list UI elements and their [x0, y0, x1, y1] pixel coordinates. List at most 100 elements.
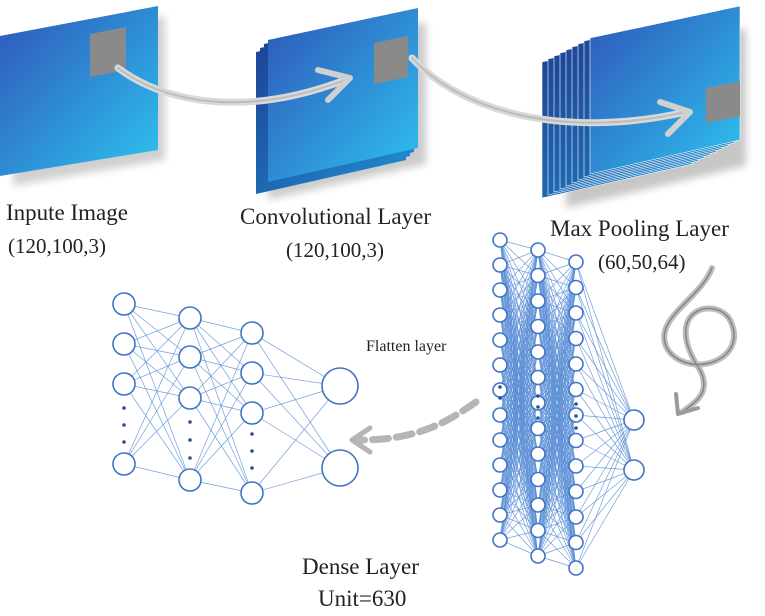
flatten-edge — [499, 453, 539, 541]
flatten-neuron — [530, 471, 546, 488]
dense-edge — [123, 383, 191, 481]
loop-arrow-icon — [674, 392, 700, 416]
flatten-edge — [499, 326, 539, 541]
flatten-neuron — [568, 534, 584, 551]
flatten-edge — [499, 249, 539, 466]
pool-front-plane — [589, 5, 741, 175]
flatten-edge — [537, 261, 577, 327]
flatten-edge — [575, 414, 635, 471]
conv-layer-shape: (120,100,3) — [286, 238, 384, 262]
flatten-neuron — [568, 458, 584, 474]
flatten-neuron — [530, 420, 546, 437]
dense-edge — [189, 317, 253, 374]
dense-edge — [189, 356, 253, 414]
dense-edge — [251, 332, 341, 469]
dense-ellipsis-dot — [188, 438, 192, 442]
dense-neuron — [240, 361, 264, 385]
curved-arrow-icon — [315, 67, 353, 103]
flatten-neuron — [492, 282, 508, 298]
dense-neuron — [178, 345, 202, 369]
flatten-neuron — [530, 548, 546, 564]
flatten-neuron — [568, 381, 584, 398]
dense-edge — [123, 343, 191, 481]
flatten-neuron — [568, 432, 584, 449]
flatten-edge — [537, 261, 577, 506]
convolutional-layer-stack — [256, 8, 426, 200]
dashed-arrow-icon — [349, 425, 373, 455]
flatten-edge — [575, 261, 635, 421]
dense-edge — [189, 356, 253, 494]
flatten-edge — [575, 389, 635, 421]
dense-edge — [189, 412, 253, 481]
flatten-neuron — [530, 318, 546, 335]
flatten-ellipsis-dot — [536, 394, 540, 398]
flatten-ellipsis-dot — [498, 385, 502, 389]
flatten-neuron — [492, 257, 508, 273]
dense-ellipsis-dot — [250, 449, 254, 453]
flatten-neuron — [530, 497, 546, 513]
dense-edge — [123, 317, 191, 465]
dense-edge — [189, 397, 253, 494]
flatten-ellipsis-dot — [498, 396, 502, 400]
flatten-neuron — [530, 242, 546, 258]
dense-edge — [123, 343, 191, 399]
flatten-edge — [499, 249, 539, 291]
input-image-shape: (120,100,3) — [8, 234, 106, 258]
dense-layer-units: Unit=630 — [318, 586, 407, 611]
flatten-neuron — [530, 344, 546, 360]
flatten-edge — [537, 338, 577, 557]
flatten-neuron — [492, 407, 508, 423]
flatten-edge — [537, 261, 577, 378]
flatten-neuron — [530, 369, 546, 386]
max-pooling-layer-stack — [541, 5, 746, 208]
dense-neuron — [240, 401, 264, 425]
dense-edge — [123, 397, 191, 465]
flatten-neuron — [568, 509, 584, 525]
input-image-plane — [0, 6, 165, 186]
flatten-edge — [499, 249, 539, 341]
flatten-edge — [575, 287, 635, 421]
flatten-edge — [499, 428, 539, 541]
dense-edge — [123, 356, 191, 385]
dense-neuron — [240, 481, 264, 505]
flatten-edge — [575, 469, 635, 543]
flatten-edge — [575, 419, 635, 492]
flatten-neuron — [568, 254, 584, 270]
dense-layer-title: Dense Layer — [302, 554, 419, 579]
dense-edge — [123, 356, 191, 465]
flatten-neuron — [530, 522, 546, 539]
dense-ellipsis-dot — [122, 423, 126, 427]
flatten-edge — [575, 419, 635, 543]
flatten-edge — [499, 351, 539, 541]
flatten-neuron — [492, 432, 508, 448]
flatten-edge — [575, 419, 635, 569]
flatten-neuron — [492, 507, 508, 523]
flatten-edge — [537, 287, 577, 557]
flatten-edge — [575, 363, 635, 471]
flatten-neuron — [492, 482, 508, 498]
dense-ellipsis-dot — [188, 420, 192, 424]
flatten-edge — [537, 465, 577, 557]
dense-ellipsis-dot — [188, 456, 192, 460]
flatten-neuron — [568, 560, 584, 576]
curved-arrow-icon — [657, 99, 693, 137]
dense-neuron — [112, 372, 136, 396]
flatten-neuron — [530, 267, 546, 284]
flatten-neuron — [568, 356, 584, 372]
input-image-title: Inpute Image — [6, 200, 128, 225]
dashed-arrow — [349, 398, 480, 455]
flatten-edge — [575, 338, 635, 471]
flatten-edge — [499, 504, 539, 541]
pool-layer-shape: (60,50,64) — [598, 250, 686, 274]
flatten-neuron — [568, 483, 584, 500]
flatten-layer-label: Flatten layer — [366, 338, 447, 355]
dense-edge — [123, 303, 191, 481]
flatten-edge — [499, 249, 539, 491]
dense-edge — [189, 332, 253, 399]
kernel-patch-pool — [706, 81, 740, 123]
flatten-neuron — [623, 409, 645, 431]
dense-edge — [251, 385, 341, 494]
network-nodes — [112, 232, 645, 576]
kernel-patch-input — [90, 27, 126, 77]
flatten-edge — [537, 491, 577, 557]
